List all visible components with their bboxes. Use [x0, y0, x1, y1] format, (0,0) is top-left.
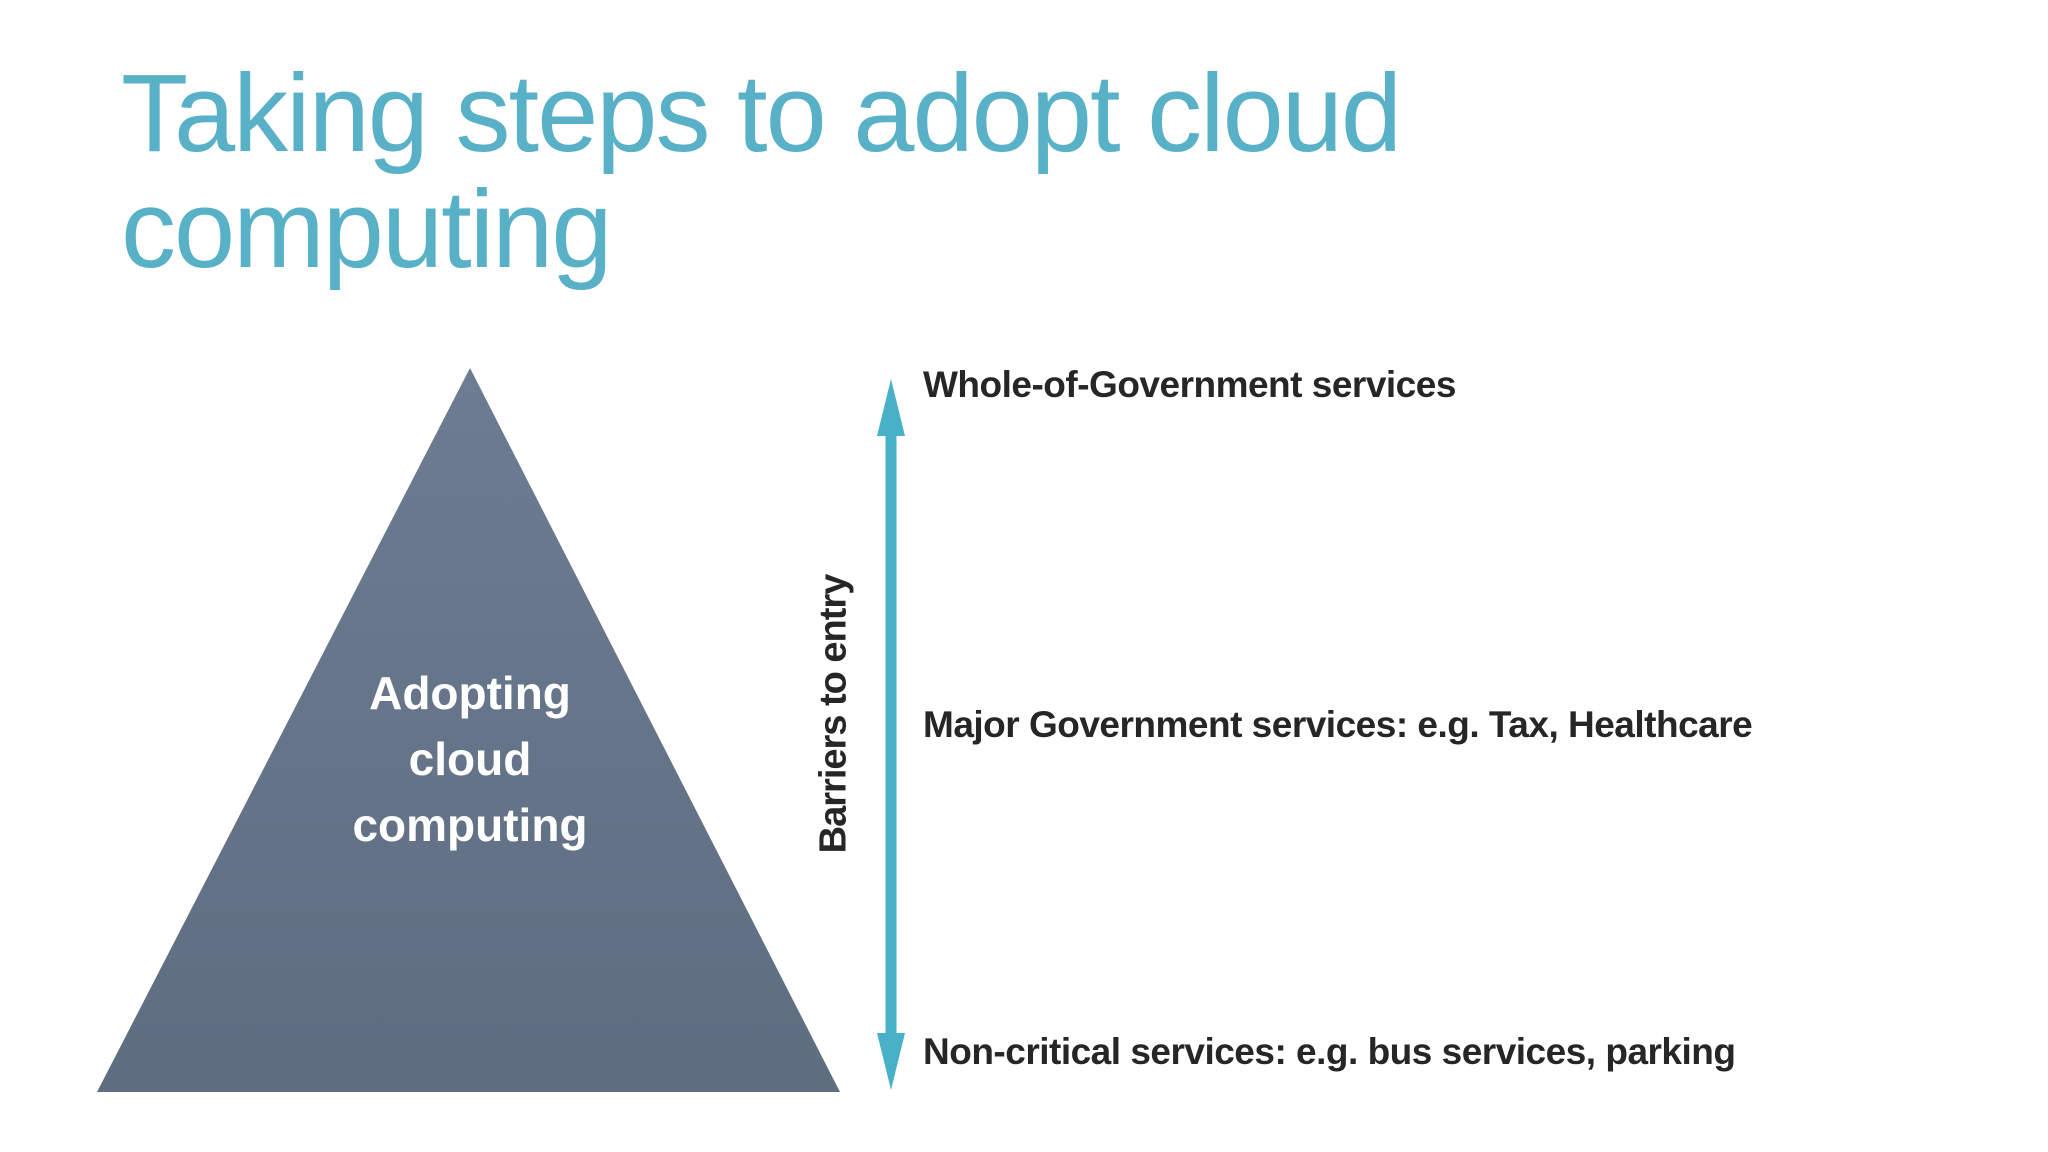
slide-title: Taking steps to adopt cloud computing	[121, 52, 1402, 291]
arrowhead-up-icon	[877, 379, 905, 436]
level-label-top: Whole-of-Government services	[923, 364, 1456, 405]
pyramid-label: Adopting cloud computing	[352, 667, 588, 851]
level-label-bottom: Non-critical services: e.g. bus services…	[923, 1031, 1736, 1072]
level-label-middle: Major Government services: e.g. Tax, Hea…	[923, 704, 1753, 745]
pyramid-shape	[97, 368, 840, 1092]
barriers-axis-label: Barriers to entry	[812, 574, 855, 854]
pyramid-triangle	[97, 368, 840, 1092]
barriers-axis-arrow	[877, 379, 905, 1090]
arrowhead-down-icon	[877, 1033, 905, 1090]
